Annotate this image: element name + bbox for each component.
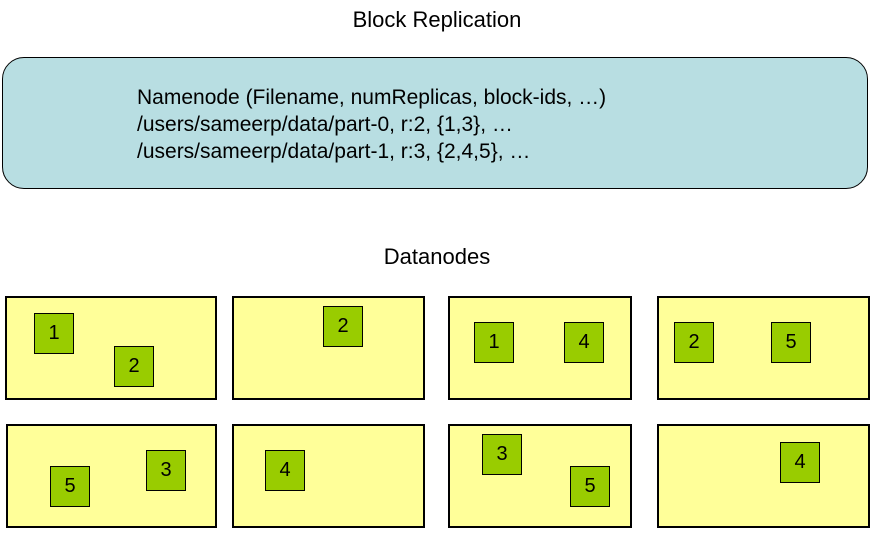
diagram-title: Block Replication bbox=[352, 7, 522, 32]
block-3: 3 bbox=[146, 450, 186, 491]
datanodes-label: Datanodes bbox=[383, 244, 491, 269]
block-4: 4 bbox=[564, 322, 604, 363]
block-2: 2 bbox=[114, 346, 154, 387]
namenode-line-signature: Namenode (Filename, numReplicas, block-i… bbox=[137, 86, 607, 109]
block-2: 2 bbox=[674, 322, 714, 363]
namenode-line-part1: /users/sameerp/data/part-1, r:3, {2,4,5}… bbox=[137, 140, 531, 163]
block-5: 5 bbox=[50, 466, 90, 507]
datanode-box-8: 4 bbox=[657, 424, 870, 528]
block-4: 4 bbox=[265, 450, 305, 491]
datanode-box-2: 2 bbox=[232, 296, 425, 400]
namenode-text: Namenode (Filename, numReplicas, block-i… bbox=[137, 84, 606, 165]
namenode-line-part0: /users/sameerp/data/part-0, r:2, {1,3}, … bbox=[137, 113, 513, 136]
block-2: 2 bbox=[323, 306, 363, 347]
datanode-box-6: 4 bbox=[232, 424, 425, 528]
block-5: 5 bbox=[570, 466, 610, 507]
block-4: 4 bbox=[780, 442, 820, 483]
namenode-box: Namenode (Filename, numReplicas, block-i… bbox=[2, 57, 868, 189]
block-1: 1 bbox=[474, 322, 514, 363]
block-5: 5 bbox=[771, 322, 811, 363]
block-3: 3 bbox=[482, 434, 522, 475]
block-1: 1 bbox=[34, 313, 74, 354]
